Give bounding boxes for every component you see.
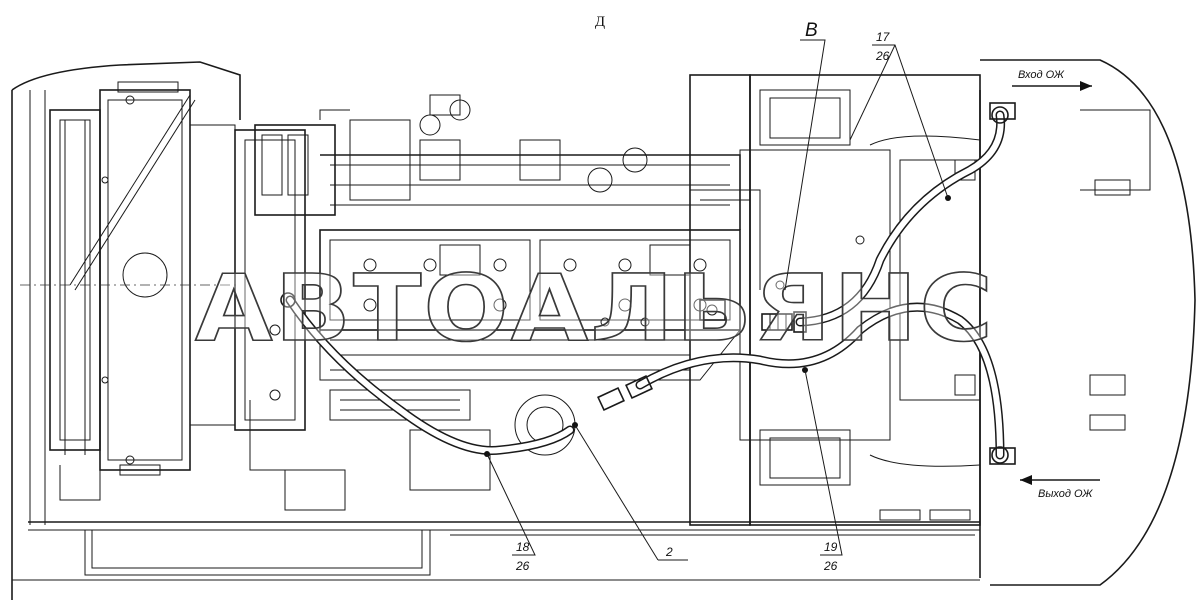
rear-frame [689, 74, 981, 526]
hose-clamps [280, 102, 1016, 465]
callout-2: 2 [658, 545, 688, 561]
callout-17-sheet: 26 [875, 49, 890, 63]
callout-18: 18 26 [512, 540, 535, 573]
callout-19-sheet: 26 [823, 559, 838, 573]
callout-18-number: 18 [516, 540, 530, 554]
detail-label: В [805, 20, 818, 41]
coolant-hose-17 [795, 110, 1006, 327]
outlet-label: Выход ОЖ [1038, 488, 1093, 500]
callout-18-sheet: 26 [515, 559, 530, 573]
callout-2-number: 2 [665, 545, 673, 559]
inlet-label: Вход ОЖ [1018, 69, 1065, 81]
callout-17-number: 17 [876, 30, 891, 44]
coolant-hose-19 [635, 302, 1005, 460]
watermark: АВТОАЛЬЯНС [195, 255, 995, 362]
coolant-hose-18 [285, 295, 575, 455]
callout-19-number: 19 [824, 540, 838, 554]
view-label: Д [595, 14, 605, 30]
callout-17: 17 26 [872, 30, 895, 63]
callout-19: 19 26 [820, 540, 842, 573]
